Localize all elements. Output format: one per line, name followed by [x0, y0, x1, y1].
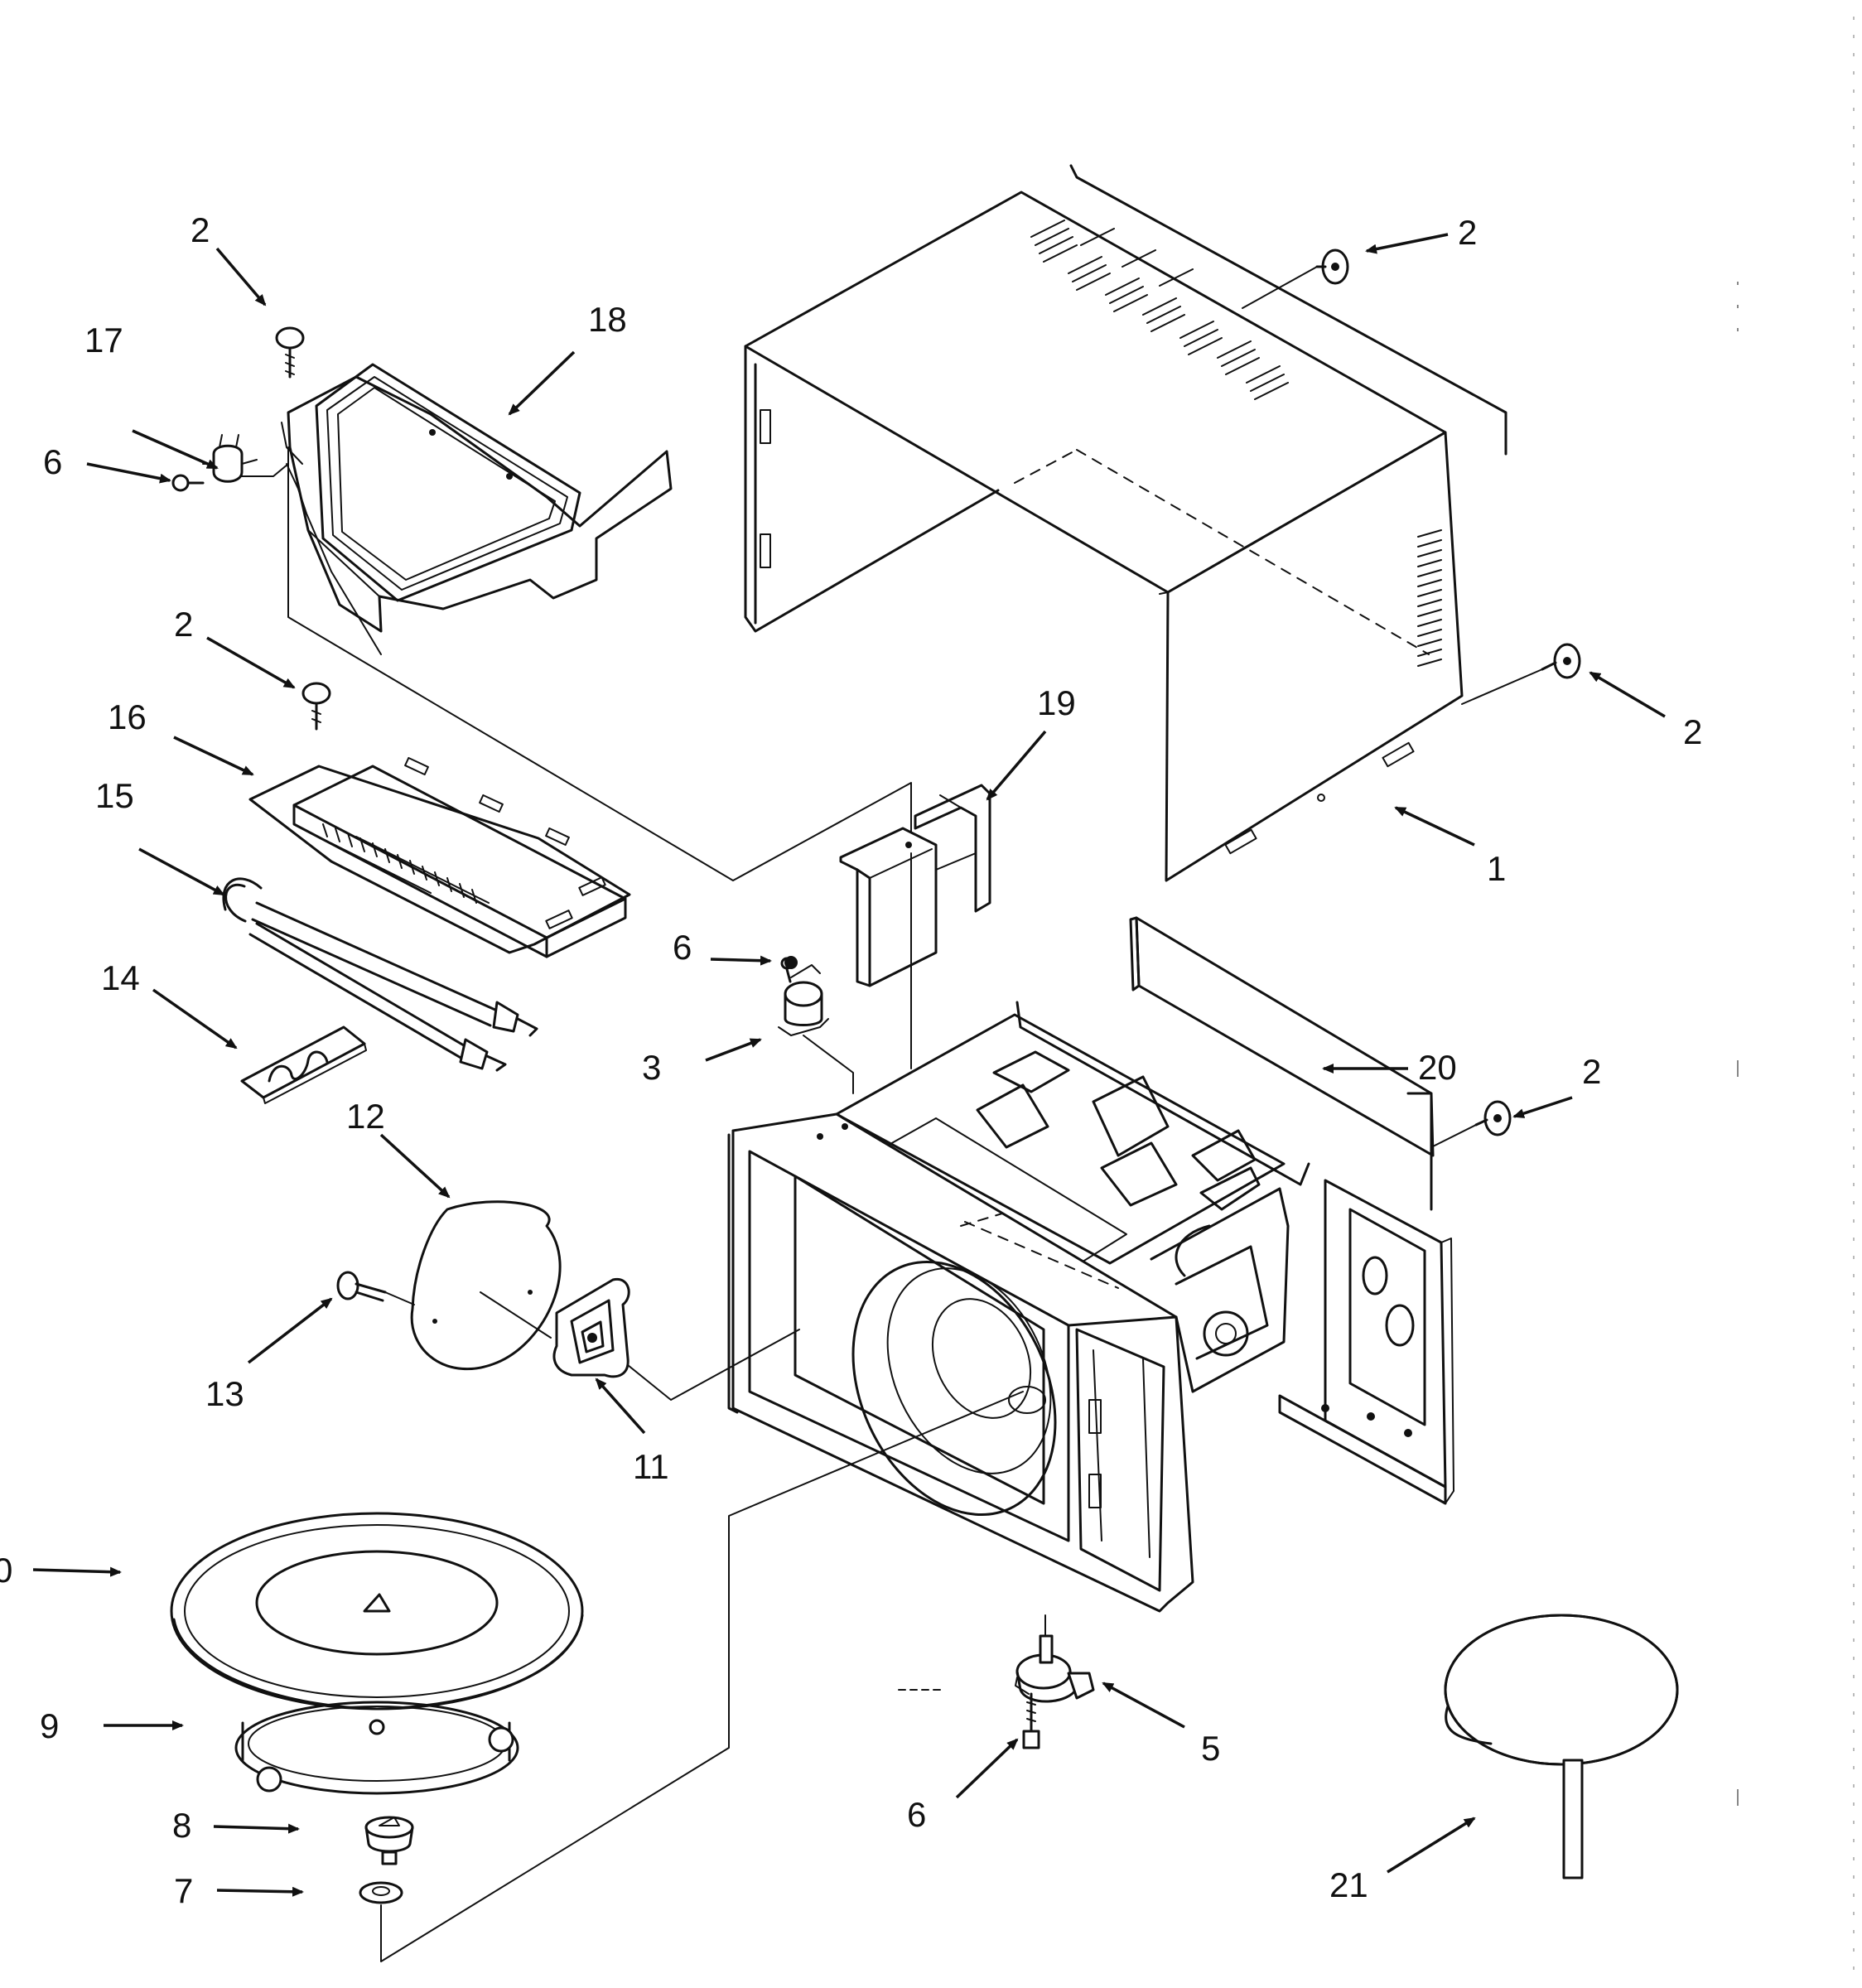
callout-2-chassis: 2 — [1582, 1052, 1601, 1091]
screw-6-thermal — [784, 956, 798, 969]
callout-13: 13 — [205, 1374, 244, 1413]
stirrer-fan — [410, 1200, 562, 1371]
rear-panel — [1129, 916, 1435, 1211]
callout-17: 17 — [84, 321, 123, 359]
heater-clip — [240, 1025, 367, 1104]
leader-12 — [480, 1291, 552, 1339]
top-bracket — [281, 363, 673, 655]
thermostat-17 — [202, 434, 289, 483]
callout-2-top-left: 2 — [191, 210, 210, 249]
outer-cabinet — [744, 164, 1507, 882]
callout-labels: 2 17 18 6 2 2 1 2 16 15 19 14 6 3 20 2 1… — [0, 210, 1702, 1910]
stirrer-screw — [336, 1271, 415, 1305]
callout-6-thermal: 6 — [673, 928, 692, 967]
roller-ring — [234, 1701, 519, 1795]
callout-19: 19 — [1037, 683, 1076, 722]
leader-cabinet-top — [1242, 266, 1318, 309]
oven-chassis — [727, 1001, 1454, 1613]
callout-11: 11 — [633, 1447, 669, 1486]
callout-1: 1 — [1487, 849, 1506, 888]
screw-2-cabinet-side — [1541, 643, 1581, 679]
screw-6-bracket — [171, 474, 205, 492]
leader-3 — [803, 1035, 854, 1094]
callout-6-motor: 6 — [907, 1795, 926, 1834]
leader-chassis-side — [1430, 1124, 1477, 1148]
callout-21: 21 — [1329, 1865, 1368, 1904]
wire-rack — [1444, 1614, 1679, 1879]
callout-5: 5 — [1201, 1729, 1220, 1768]
callout-16: 16 — [108, 697, 147, 736]
drive-coupling — [364, 1816, 414, 1865]
callout-20: 20 — [1418, 1048, 1457, 1087]
callout-15: 15 — [95, 776, 134, 815]
callout-2-heater: 2 — [174, 605, 193, 644]
leader-cabinet-side — [1461, 668, 1543, 705]
callout-2-cabinet-side: 2 — [1683, 712, 1702, 751]
shaft-support — [359, 1881, 403, 1904]
callout-3: 3 — [642, 1048, 661, 1087]
motor-screw — [1022, 1692, 1040, 1749]
thermal-cutout — [778, 957, 829, 1036]
leader-7-chassis — [380, 1391, 1024, 1962]
screw-2-top-left — [275, 326, 305, 379]
callout-6-left: 6 — [43, 442, 62, 481]
side-bracket — [839, 784, 991, 987]
callout-2-cabinet-top: 2 — [1458, 213, 1477, 252]
screw-2-cabinet-top — [1315, 248, 1349, 285]
stirrer-cover — [552, 1277, 630, 1378]
heater-element — [222, 877, 538, 1072]
leader-11 — [627, 1329, 800, 1401]
turntable-motor — [1015, 1614, 1095, 1703]
callout-8: 8 — [172, 1806, 191, 1845]
scan-edge-marks — [1737, 17, 1855, 1971]
screw-2-heater — [301, 682, 331, 731]
callout-14: 14 — [101, 958, 140, 997]
screw-2-chassis — [1474, 1100, 1512, 1136]
callout-9: 9 — [40, 1706, 59, 1745]
heater-housing — [248, 756, 631, 958]
callout-10: 0 — [0, 1551, 12, 1590]
callout-7: 7 — [174, 1871, 193, 1910]
glass-turntable-tray — [170, 1512, 584, 1711]
callout-12: 12 — [346, 1097, 385, 1136]
callout-18: 18 — [588, 300, 627, 339]
callout-arrows — [32, 233, 1666, 1897]
